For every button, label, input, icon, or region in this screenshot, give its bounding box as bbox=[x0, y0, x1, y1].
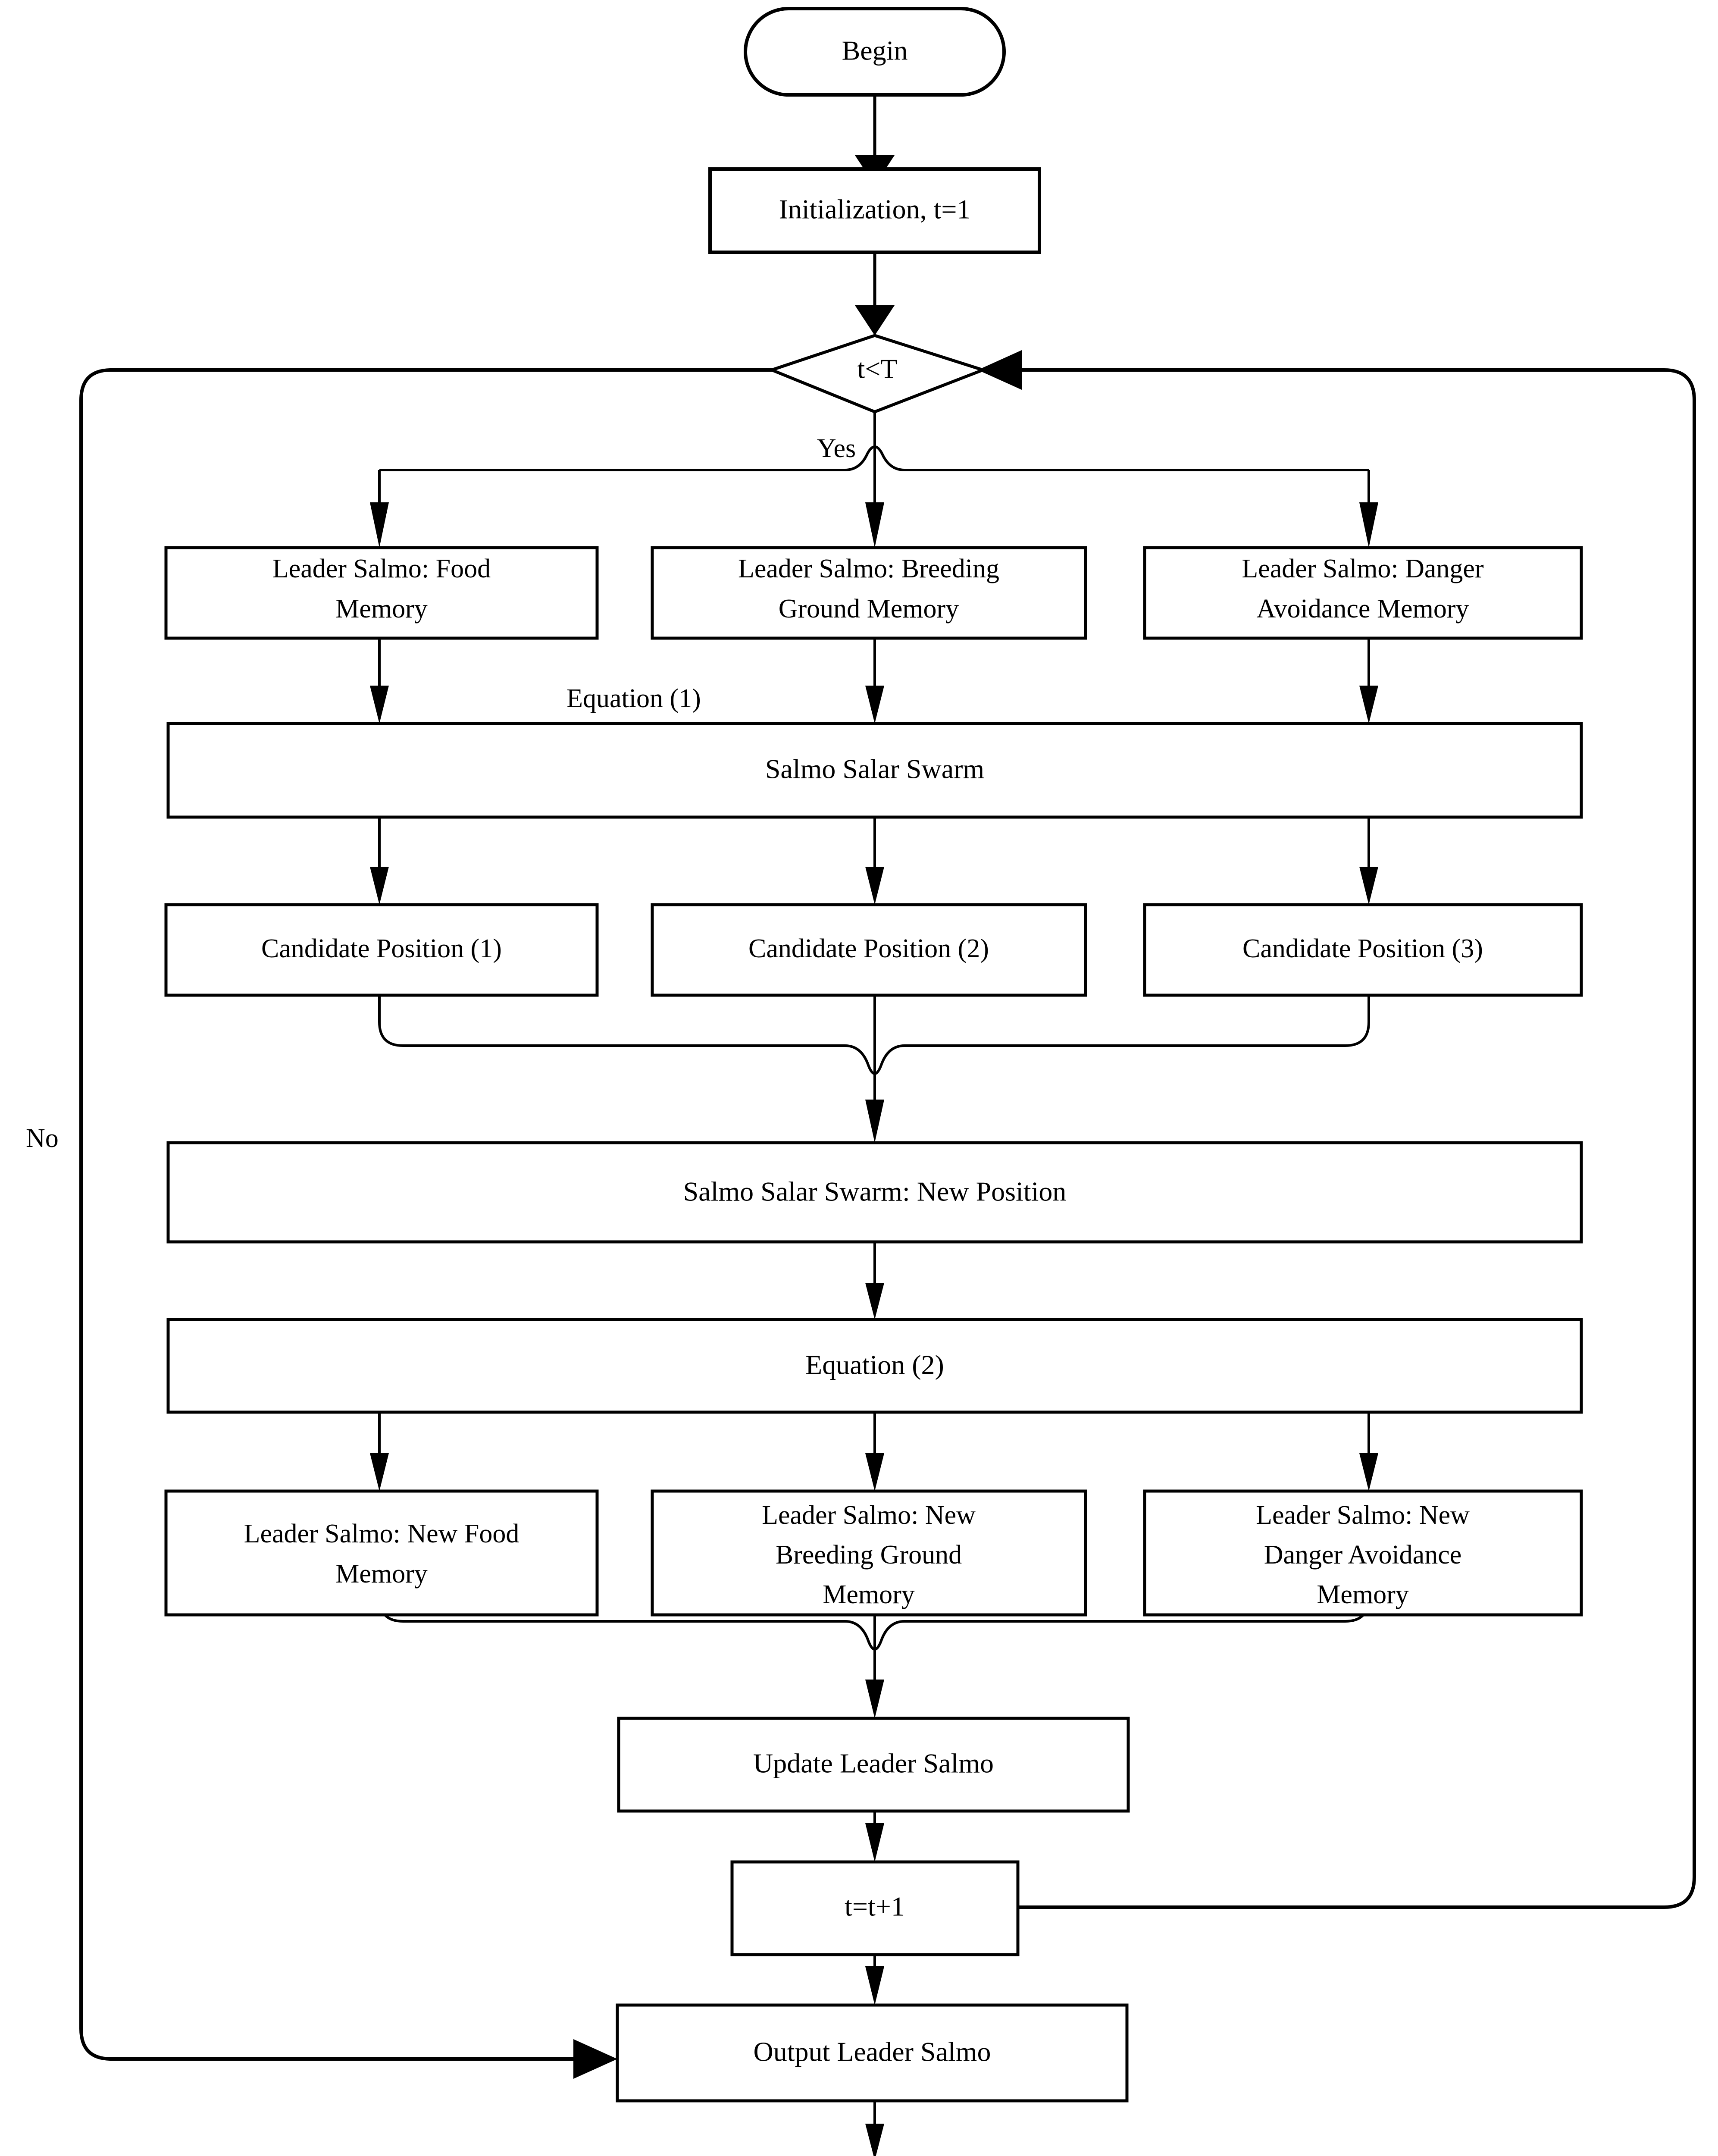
candidate2-label: Candidate Position (2) bbox=[748, 934, 989, 963]
increment-shape[interactable] bbox=[730, 1860, 1020, 1956]
node-output[interactable]: Output Leader Salmo bbox=[616, 2003, 1129, 2103]
arrowhead-cand3 bbox=[1359, 867, 1378, 905]
arrowhead-condition bbox=[855, 305, 895, 335]
arrowhead-leader-breeding bbox=[865, 502, 884, 548]
connector-layer bbox=[79, 95, 1696, 2156]
arrowhead-swarm-right bbox=[1359, 686, 1378, 724]
new-food-shape[interactable] bbox=[164, 1489, 599, 1617]
node-new-breeding[interactable]: Leader Salmo: New Breeding Ground Memory bbox=[651, 1489, 1087, 1617]
arrowhead-output bbox=[865, 1966, 884, 2005]
arrowhead-equation2 bbox=[865, 1283, 884, 1319]
arrowhead-swarm-left bbox=[370, 686, 389, 724]
node-leader-breeding[interactable]: Leader Salmo: Breeding Ground Memory bbox=[651, 546, 1087, 640]
node-candidate-1[interactable]: Candidate Position (1) bbox=[164, 903, 599, 997]
leader-breeding-shape[interactable] bbox=[651, 546, 1087, 640]
leader-breeding-label-line1: Leader Salmo: Breeding bbox=[738, 554, 999, 583]
arrowhead-new-danger bbox=[1359, 1453, 1378, 1491]
new-breeding-label-line2: Breeding Ground bbox=[776, 1540, 962, 1570]
arrowhead-output-from-no bbox=[573, 2039, 617, 2079]
initialization-shape[interactable] bbox=[708, 167, 1041, 254]
node-condition[interactable]: t<T bbox=[767, 334, 988, 414]
leader-danger-label-line1: Leader Salmo: Danger bbox=[1242, 554, 1484, 583]
arrowhead-increment bbox=[865, 1823, 884, 1862]
arrowhead-swarm-center bbox=[865, 686, 884, 724]
swarm-shape[interactable] bbox=[166, 722, 1583, 819]
arrowhead-update-leader bbox=[865, 1680, 884, 1718]
output-label: Output Leader Salmo bbox=[754, 2037, 991, 2067]
update-leader-label: Update Leader Salmo bbox=[753, 1748, 994, 1779]
condition-shape[interactable] bbox=[767, 334, 988, 414]
new-breeding-shape[interactable] bbox=[651, 1489, 1087, 1617]
candidate1-shape[interactable] bbox=[164, 903, 599, 997]
new-position-shape[interactable] bbox=[166, 1141, 1583, 1244]
begin-label: Begin bbox=[842, 35, 908, 66]
equation2-label: Equation (2) bbox=[805, 1350, 944, 1380]
leader-food-shape[interactable] bbox=[164, 546, 599, 640]
new-danger-label-line1: Leader Salmo: New bbox=[1256, 1501, 1470, 1530]
condition-label: t<T bbox=[857, 354, 898, 384]
node-update-leader[interactable]: Update Leader Salmo bbox=[617, 1717, 1130, 1813]
node-begin[interactable]: Begin bbox=[744, 7, 1006, 97]
candidate2-shape[interactable] bbox=[651, 903, 1087, 997]
new-food-label-line1: Leader Salmo: New Food bbox=[244, 1519, 519, 1548]
node-increment[interactable]: t=t+1 bbox=[730, 1860, 1020, 1956]
leader-food-label-line1: Leader Salmo: Food bbox=[272, 554, 491, 583]
node-new-danger[interactable]: Leader Salmo: New Danger Avoidance Memor… bbox=[1143, 1489, 1583, 1617]
edge-label-no: No bbox=[26, 1124, 59, 1153]
edge-loopback-rail-right bbox=[1018, 368, 1696, 1909]
new-food-label-line2: Memory bbox=[335, 1559, 428, 1589]
leader-food-label-line2: Memory bbox=[335, 594, 428, 624]
node-leader-food[interactable]: Leader Salmo: Food Memory bbox=[164, 546, 599, 640]
node-swarm[interactable]: Salmo Salar Swarm bbox=[166, 722, 1583, 819]
leader-danger-shape[interactable] bbox=[1143, 546, 1583, 640]
edge-split-bus-top bbox=[379, 445, 1369, 471]
new-position-label: Salmo Salar Swarm: New Position bbox=[683, 1176, 1067, 1207]
node-new-position[interactable]: Salmo Salar Swarm: New Position bbox=[166, 1141, 1583, 1244]
node-new-food[interactable]: Leader Salmo: New Food Memory bbox=[164, 1489, 599, 1617]
edge-label-yes: Yes bbox=[817, 434, 856, 463]
node-candidate-2[interactable]: Candidate Position (2) bbox=[651, 903, 1087, 997]
output-shape[interactable] bbox=[616, 2003, 1129, 2103]
candidate3-shape[interactable] bbox=[1143, 903, 1583, 997]
arrowhead-new-food bbox=[370, 1453, 389, 1491]
swarm-label: Salmo Salar Swarm bbox=[765, 754, 984, 784]
edge-no-rail-left bbox=[79, 368, 772, 2061]
new-danger-label-line2: Danger Avoidance bbox=[1264, 1540, 1462, 1570]
edge-label-layer: Yes No Equation (1) bbox=[26, 434, 856, 1153]
new-danger-shape[interactable] bbox=[1143, 1489, 1583, 1617]
arrowhead-end bbox=[865, 2124, 884, 2156]
candidate3-label: Candidate Position (3) bbox=[1242, 934, 1483, 963]
arrowhead-leader-food bbox=[370, 502, 389, 548]
arrowhead-cand2 bbox=[865, 867, 884, 905]
arrowhead-new-breeding bbox=[865, 1453, 884, 1491]
node-candidate-3[interactable]: Candidate Position (3) bbox=[1143, 903, 1583, 997]
node-leader-danger[interactable]: Leader Salmo: Danger Avoidance Memory bbox=[1143, 546, 1583, 640]
begin-shape[interactable] bbox=[744, 7, 1006, 97]
arrowhead-cand1 bbox=[370, 867, 389, 905]
leader-danger-label-line2: Avoidance Memory bbox=[1257, 594, 1469, 624]
equation2-shape[interactable] bbox=[166, 1318, 1583, 1414]
new-breeding-label-line1: Leader Salmo: New bbox=[762, 1501, 976, 1530]
node-layer: Begin Initialization, t=1 t<T Leader Sal… bbox=[164, 7, 1583, 2103]
node-equation2[interactable]: Equation (2) bbox=[166, 1318, 1583, 1414]
new-danger-label-line3: Memory bbox=[1317, 1580, 1409, 1609]
increment-label: t=t+1 bbox=[845, 1891, 905, 1922]
node-initialization[interactable]: Initialization, t=1 bbox=[708, 167, 1041, 254]
edge-label-equation1: Equation (1) bbox=[566, 684, 701, 713]
leader-breeding-label-line2: Ground Memory bbox=[779, 594, 959, 624]
new-breeding-label-line3: Memory bbox=[823, 1580, 915, 1609]
arrowhead-new-position bbox=[865, 1100, 884, 1143]
arrowhead-leader-danger bbox=[1359, 502, 1378, 548]
update-leader-shape[interactable] bbox=[617, 1717, 1130, 1813]
candidate1-label: Candidate Position (1) bbox=[261, 934, 502, 963]
initialization-label: Initialization, t=1 bbox=[779, 194, 971, 225]
arrowhead-condition-loopback bbox=[978, 350, 1022, 390]
